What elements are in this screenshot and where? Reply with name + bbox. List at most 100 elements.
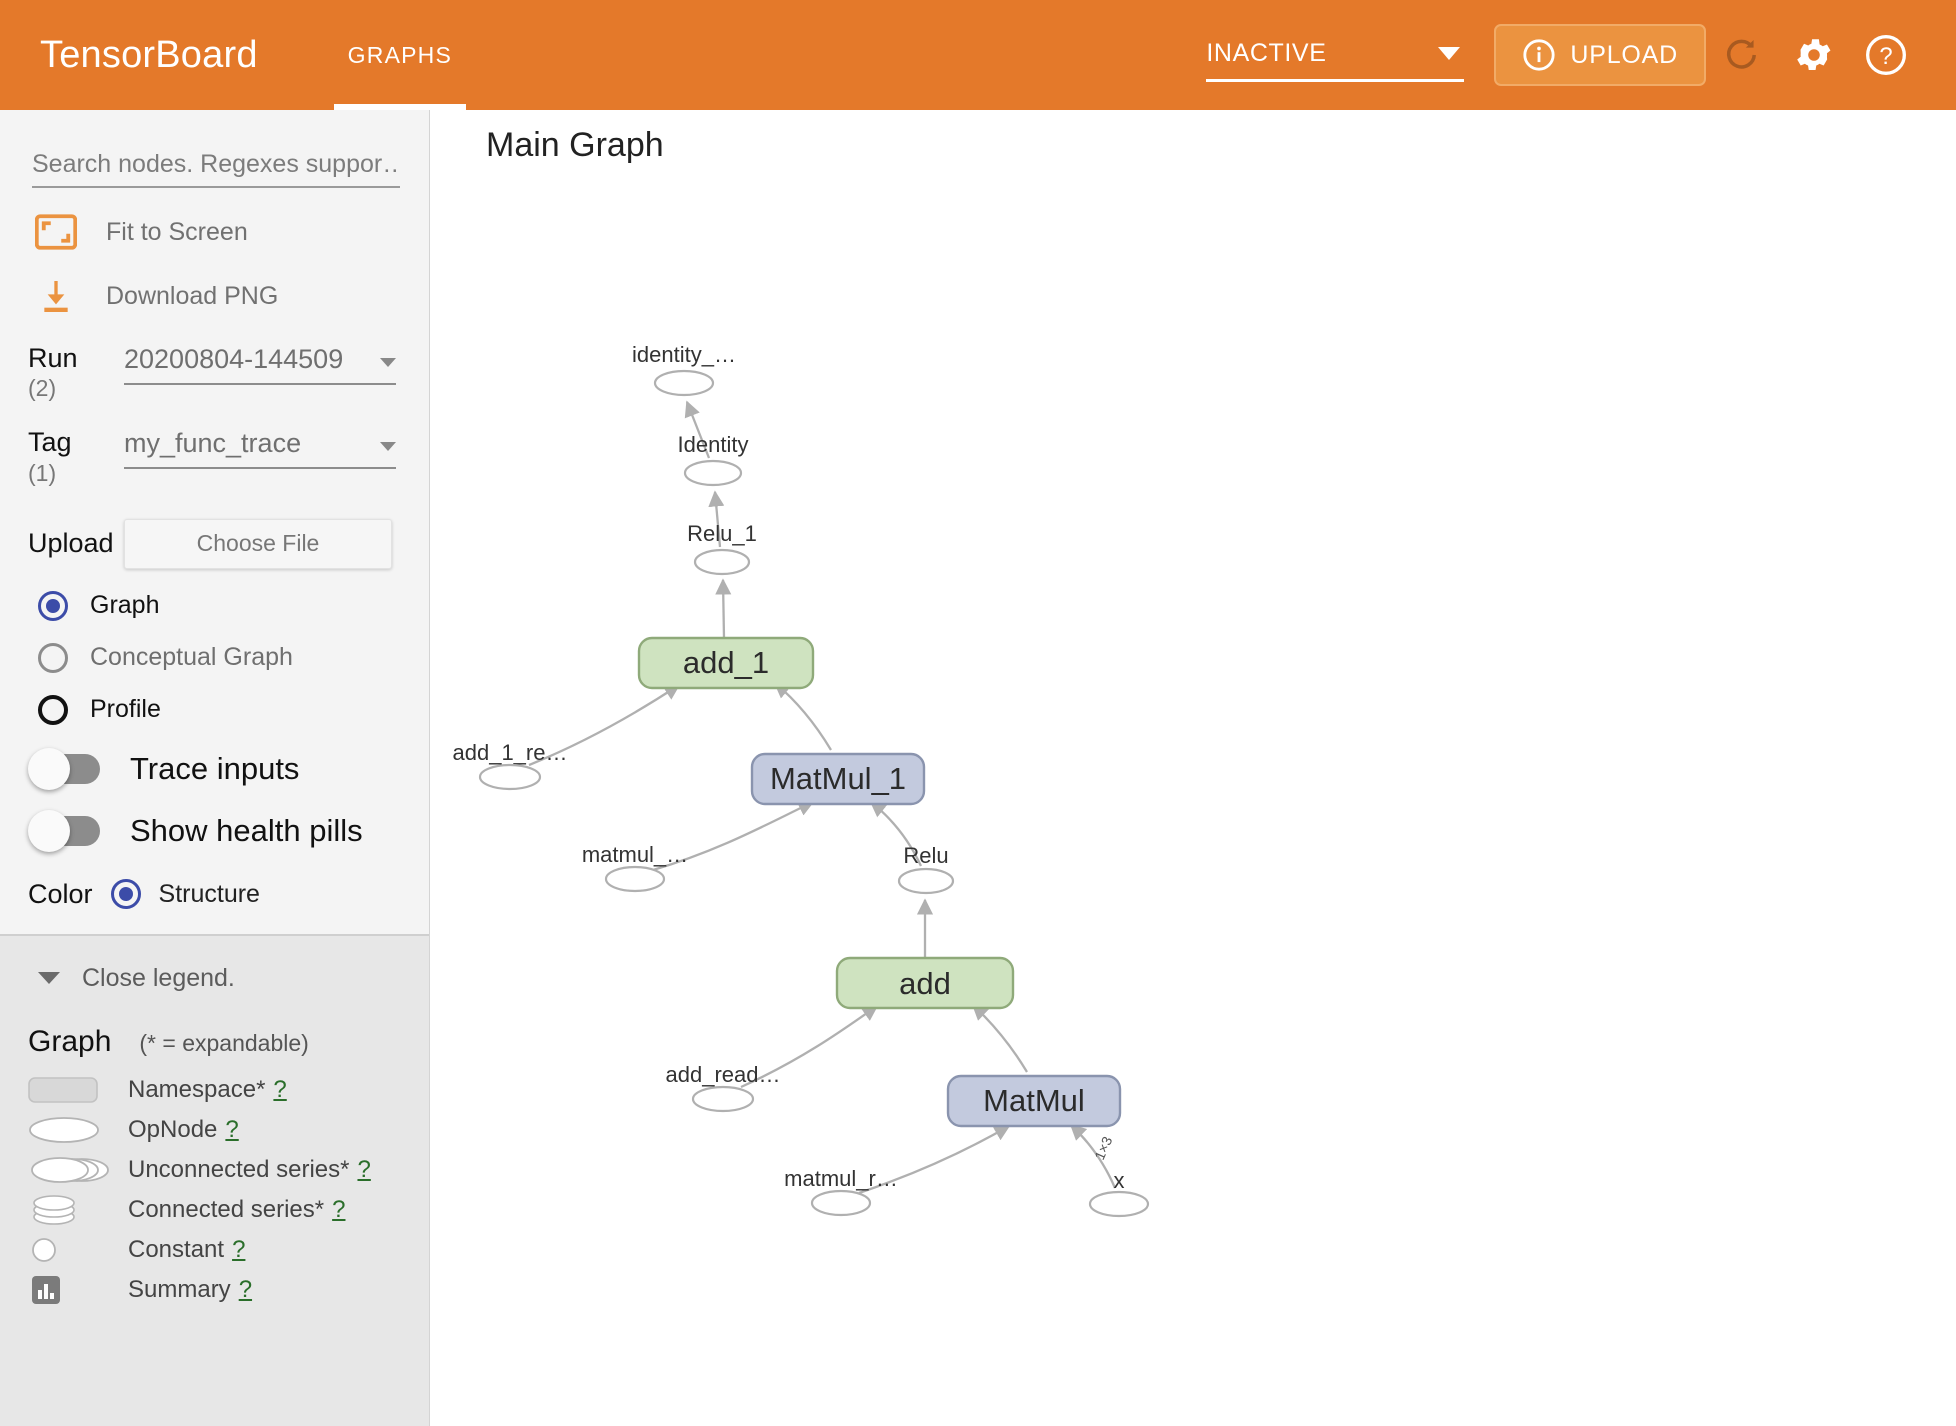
- node-add[interactable]: add: [835, 956, 1015, 1010]
- help-button[interactable]: ?: [1850, 19, 1922, 91]
- download-png-button[interactable]: Download PNG: [30, 276, 429, 316]
- edge-identity-to-identityout: [684, 400, 711, 459]
- legend-item: Constant ?: [28, 1235, 429, 1265]
- search-row: [32, 142, 400, 188]
- edge-relu-to-matmul1: [869, 800, 923, 867]
- edge-matmulread-to-matmul1: [652, 800, 815, 872]
- node-matmul-readvariableop-1[interactable]: matmul_r…: [784, 1166, 898, 1217]
- toggle-show-health-pills[interactable]: Show health pills: [28, 809, 429, 852]
- node-identity-out[interactable]: identity_…: [632, 342, 736, 397]
- graph-canvas[interactable]: Main Graph: [431, 110, 1956, 1426]
- node-add-1[interactable]: add_1: [637, 636, 815, 690]
- node-relu[interactable]: Relu: [897, 843, 955, 895]
- legend-item-label: Summary: [128, 1275, 231, 1303]
- toggle-show-health-pills-switch: [28, 809, 100, 852]
- radio-graph[interactable]: Graph: [38, 590, 429, 621]
- node-add-readvariableop[interactable]: add_read…: [666, 1062, 781, 1113]
- edge-relu1-to-identity: [708, 490, 725, 548]
- toggle-trace-inputs-switch: [28, 747, 100, 790]
- toggle-trace-inputs[interactable]: Trace inputs: [28, 747, 429, 790]
- node-matmul-1[interactable]: MatMul_1: [750, 752, 926, 806]
- node-label: MatMul: [983, 1083, 1085, 1118]
- node-x[interactable]: x: [1088, 1168, 1150, 1218]
- fit-to-screen-icon: [30, 214, 82, 250]
- legend-item-help[interactable]: ?: [357, 1155, 371, 1183]
- edge-matmul1-to-add1: [773, 681, 832, 751]
- help-icon: ?: [1866, 35, 1906, 75]
- legend-item-label: Constant: [128, 1235, 225, 1263]
- legend-item-help[interactable]: ?: [225, 1115, 239, 1143]
- toggle-trace-inputs-label: Trace inputs: [130, 750, 300, 786]
- app-brand: TensorBoard: [40, 33, 258, 76]
- search-input[interactable]: [32, 142, 400, 188]
- edge-add1read-to-add1: [528, 684, 681, 767]
- legend-item-help[interactable]: ?: [238, 1275, 253, 1303]
- legend-item: OpNode ?: [28, 1115, 429, 1145]
- refresh-button[interactable]: [1706, 19, 1778, 91]
- run-status-dropdown[interactable]: INACTIVE: [1206, 28, 1465, 82]
- legend-note: (* = expandable): [139, 1029, 309, 1056]
- node-matmul[interactable]: MatMul: [946, 1074, 1122, 1128]
- sidebar-controls: Fit to Screen Download PNG Run (2) 2020: [0, 142, 429, 910]
- legend-item-label: Connected series*: [128, 1195, 325, 1223]
- node-label: MatMul_1: [770, 761, 906, 796]
- radio-conceptual-graph-indicator: [38, 642, 68, 673]
- radio-graph-indicator: [38, 590, 68, 621]
- gear-icon: [1797, 39, 1831, 71]
- toggle-show-health-pills-label: Show health pills: [130, 812, 363, 848]
- page-title: Main Graph: [486, 126, 664, 164]
- legend-panel: Close legend. Graph (* = expandable) Nam…: [0, 935, 429, 1426]
- legend-title: Graph: [28, 1024, 112, 1058]
- tag-row: Tag (1) my_func_trace: [28, 428, 429, 486]
- legend-item-label: OpNode: [128, 1115, 218, 1143]
- legend-item: Namespace* ?: [28, 1075, 429, 1105]
- radio-profile[interactable]: Profile: [38, 694, 429, 725]
- choose-file-button[interactable]: Choose File: [124, 518, 392, 569]
- node-add-1-readvariableop[interactable]: add_1_re…: [453, 740, 568, 791]
- radio-profile-label: Profile: [90, 695, 161, 724]
- edge-add1-to-relu1: [715, 578, 732, 639]
- tag-select[interactable]: my_func_trace: [124, 428, 396, 470]
- legend-item-help[interactable]: ?: [332, 1195, 346, 1223]
- node-label: identity_…: [632, 342, 736, 367]
- tab-graphs-label: GRAPHS: [347, 41, 453, 68]
- connected-series-swatch-icon: [28, 1194, 124, 1226]
- upload-button[interactable]: UPLOAD: [1494, 24, 1706, 86]
- legend-item-help[interactable]: ?: [232, 1235, 246, 1263]
- tag-count: (1): [28, 459, 57, 486]
- header-actions: INACTIVE UPLOAD ?: [1206, 19, 1956, 91]
- radio-graph-label: Graph: [90, 591, 160, 620]
- graph-nodes: identity_… Identity Relu_1 add_1 add_1_r: [453, 342, 1150, 1218]
- color-row: Color Structure: [28, 879, 429, 910]
- graph-svg: 1×3 identity_… Identity Relu_1: [453, 342, 1150, 1218]
- color-label: Color: [28, 878, 93, 909]
- chevron-down-icon: [1438, 47, 1461, 60]
- chevron-down-icon: [380, 358, 396, 367]
- edge-x-to-matmul: [1069, 1123, 1117, 1189]
- node-label: matmul_r…: [784, 1166, 898, 1191]
- node-label: Relu_1: [687, 521, 757, 546]
- settings-button[interactable]: [1778, 19, 1850, 91]
- edge-label-text: 1×3: [1091, 1134, 1115, 1162]
- refresh-icon: [1726, 39, 1756, 69]
- constant-swatch-icon: [28, 1235, 124, 1265]
- tab-graphs[interactable]: GRAPHS: [333, 0, 467, 110]
- run-label: Run: [28, 343, 78, 373]
- legend-item-help[interactable]: ?: [273, 1075, 287, 1103]
- edge-matmul-to-add: [971, 1003, 1028, 1073]
- node-relu-1[interactable]: Relu_1: [687, 521, 757, 576]
- run-count: (2): [28, 375, 57, 402]
- close-legend-button[interactable]: Close legend.: [38, 964, 429, 993]
- upload-row: Upload Choose File: [28, 518, 429, 569]
- edge-matmulread1-to-matmul: [858, 1125, 1011, 1195]
- node-matmul-readvariableop[interactable]: matmul_…: [582, 842, 688, 893]
- node-label: add_1: [683, 645, 769, 680]
- fit-to-screen-button[interactable]: Fit to Screen: [30, 214, 429, 250]
- chevron-down-icon: [380, 442, 396, 452]
- run-select[interactable]: 20200804-144509: [124, 344, 396, 385]
- legend-item: Unconnected series* ?: [28, 1155, 429, 1185]
- radio-conceptual-graph[interactable]: Conceptual Graph: [38, 642, 429, 673]
- node-identity[interactable]: Identity: [678, 432, 749, 487]
- node-label: add_1_re…: [453, 740, 568, 765]
- radio-structure-indicator[interactable]: [110, 879, 141, 910]
